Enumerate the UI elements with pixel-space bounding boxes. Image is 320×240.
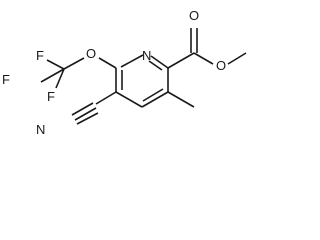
bond-ester-oxygen-to-methyl bbox=[227, 52, 247, 65]
bond-nitrile-triple-a bbox=[71, 102, 94, 116]
atom-label-nitrile-nitrogen: N bbox=[36, 122, 45, 137]
bond-ring-c2-n-inner-right bbox=[148, 60, 163, 71]
pyridine-ring bbox=[115, 54, 169, 108]
bond-c5-nitrile-carbon bbox=[95, 91, 117, 105]
bond-cf3-f-top bbox=[46, 59, 65, 70]
bond-ring-methyl bbox=[167, 91, 195, 108]
bond-c6-ether-oxygen bbox=[98, 57, 117, 69]
atom-label-ring-nitrogen: N bbox=[142, 48, 151, 63]
bond-ring-n-c6-left bbox=[120, 54, 144, 68]
bond-c2-carbonyl-carbon bbox=[167, 52, 195, 69]
bond-nitrile-triple-b bbox=[74, 107, 97, 121]
atom-label-fluorine-bottom: F bbox=[47, 89, 55, 104]
atom-label-ester-oxygen: O bbox=[216, 58, 226, 73]
trifluoromethoxy-group bbox=[40, 57, 117, 89]
nitrile-group bbox=[71, 91, 117, 125]
bond-ring-c2-n-right bbox=[150, 55, 169, 69]
bond-nitrile-triple-c bbox=[76, 112, 99, 125]
bond-ring-c4-c3-bottom-right bbox=[141, 91, 169, 108]
atom-label-ether-oxygen: O bbox=[86, 46, 96, 61]
bond-ring-c4-c3-inner-bottom-right bbox=[142, 88, 164, 102]
chemical-structure-diagram: N O O O F F F N bbox=[2, 8, 247, 137]
methyl-ester-group bbox=[167, 28, 247, 69]
bond-cf3-f-left bbox=[40, 68, 65, 83]
bond-carbonyl-to-ester-oxygen bbox=[193, 52, 214, 65]
bond-cf3-f-bottom bbox=[55, 68, 65, 89]
bond-ether-oxygen-cf3 bbox=[63, 57, 85, 70]
atom-label-fluorine-left: F bbox=[2, 72, 10, 87]
atom-label-carbonyl-oxygen: O bbox=[189, 8, 199, 23]
bond-ring-c5-c4-bottom-left bbox=[115, 91, 143, 108]
atom-label-fluorine-top: F bbox=[36, 48, 44, 63]
